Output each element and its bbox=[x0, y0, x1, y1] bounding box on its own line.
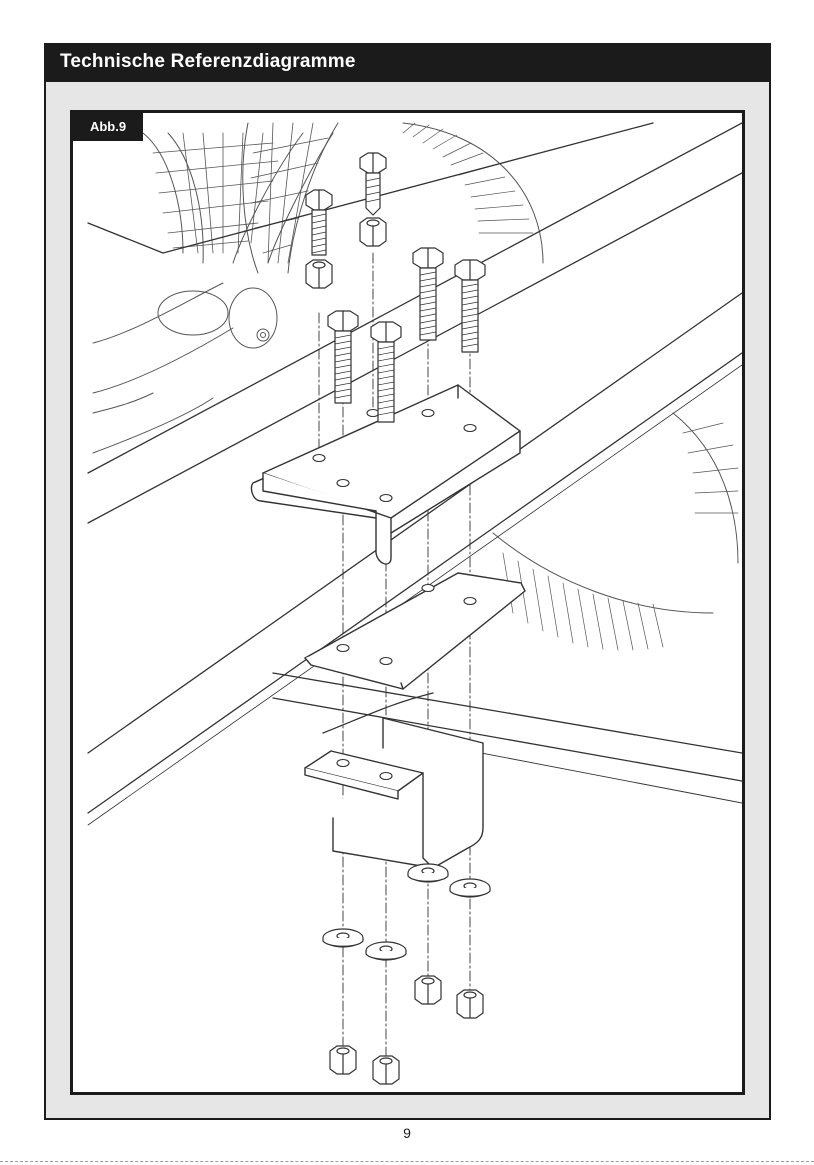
figure-box: Abb.9 bbox=[70, 110, 745, 1095]
page-frame: Technische Referenzdiagramme Abb.9 bbox=[44, 43, 771, 1120]
nut-top-1 bbox=[306, 260, 332, 288]
bolt-6 bbox=[371, 322, 401, 422]
washers bbox=[323, 864, 490, 960]
lower-u-bracket bbox=[305, 718, 483, 868]
figure-label: Abb.9 bbox=[73, 113, 143, 141]
washer-4 bbox=[366, 942, 406, 960]
bolt-4 bbox=[455, 260, 485, 352]
title-bar: Technische Referenzdiagramme bbox=[46, 45, 769, 82]
bolt-5 bbox=[328, 311, 358, 403]
page-title: Technische Referenzdiagramme bbox=[60, 51, 356, 73]
nut-top-2 bbox=[360, 218, 386, 246]
nut-bottom-2 bbox=[457, 990, 483, 1018]
bolt-2 bbox=[360, 153, 386, 215]
bottom-rule bbox=[0, 1161, 814, 1162]
washer-3 bbox=[323, 929, 363, 947]
bolts bbox=[306, 153, 485, 422]
bolt-1 bbox=[306, 190, 332, 255]
assembly-diagram bbox=[73, 113, 742, 1092]
nut-bottom-3 bbox=[330, 1046, 356, 1074]
nut-bottom-4 bbox=[373, 1056, 399, 1084]
washer-1 bbox=[408, 864, 448, 882]
middle-bracket-plate bbox=[305, 573, 525, 689]
background-machinery bbox=[93, 123, 738, 650]
washer-2 bbox=[450, 879, 490, 897]
bolt-3 bbox=[413, 248, 443, 340]
page-number: 9 bbox=[0, 1125, 814, 1141]
nut-bottom-1 bbox=[415, 976, 441, 1004]
bottom-nuts bbox=[330, 976, 483, 1084]
